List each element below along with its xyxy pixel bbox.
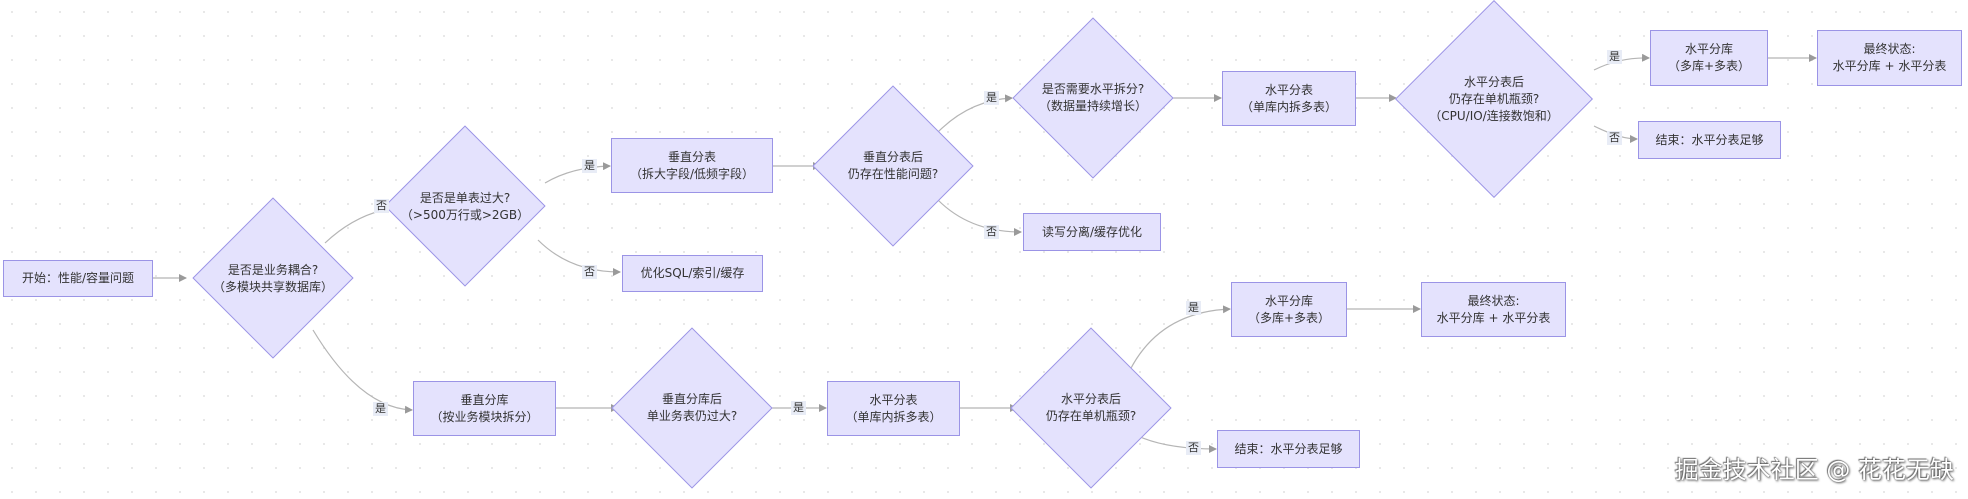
- end-top-label: 结束：水平分表足够: [1655, 132, 1764, 147]
- horizontal-split-table-top-node: 水平分表 （单库内拆多表）: [1222, 71, 1356, 126]
- decision-bottom-bottleneck-line1: 水平分表后: [1060, 392, 1121, 406]
- optimize-sql-label: 优化SQL/索引/缓存: [640, 266, 745, 280]
- horizontal-split-db-top-line1: 水平分库: [1684, 42, 1733, 56]
- vertical-split-table-line1: 垂直分表: [667, 149, 716, 164]
- rw-split-label: 读写分离/缓存优化: [1041, 224, 1143, 239]
- edge-d2-optimize: [537, 239, 621, 276]
- rw-split-node: 读写分离/缓存优化: [1023, 213, 1161, 251]
- start-node-label: 开始：性能/容量问题: [21, 271, 135, 285]
- vertical-split-db-line2: （按业务模块拆分）: [430, 409, 539, 424]
- horizontal-split-table-top-line1: 水平分表: [1264, 82, 1313, 97]
- decision-large-table-line1: 是否是单表过大?: [419, 191, 511, 205]
- horizontal-split-db-bottom-node: 水平分库 （多库+多表）: [1231, 282, 1347, 337]
- decision-large-table: 是否是单表过大? （>500万行或>2GB）: [395, 188, 535, 226]
- edge-d7-hdbbot: [1129, 305, 1231, 371]
- vertical-split-db-node: 垂直分库 （按业务模块拆分）: [413, 381, 556, 436]
- horizontal-split-table-bottom-node: 水平分表 （单库内拆多表）: [827, 381, 960, 436]
- edge-label-d3-no: 否: [984, 225, 999, 239]
- end-top-node: 结束：水平分表足够: [1638, 121, 1781, 159]
- edge-label-d7-yes: 是: [1186, 301, 1201, 315]
- decision-need-horizontal-line2: （数据量持续增长）: [1038, 99, 1147, 113]
- edge-label-d6-yes: 是: [791, 401, 806, 415]
- vertical-split-table-node: 垂直分表 （拆大字段/低频字段）: [611, 138, 773, 193]
- decision-need-horizontal-line1: 是否需要水平拆分?: [1041, 82, 1145, 96]
- decision-vsplit-still-slow-line2: 仍存在性能问题?: [847, 167, 939, 181]
- edge-d3-rwsplit: [937, 199, 1022, 236]
- decision-bottom-bottleneck: 水平分表后 仍存在单机瓶颈?: [1021, 389, 1161, 427]
- decision-business-coupling-line1: 是否是业务耦合?: [227, 263, 319, 277]
- horizontal-split-db-bottom-line2: （多库+多表）: [1247, 310, 1331, 325]
- horizontal-split-table-top-line2: （单库内拆多表）: [1240, 99, 1337, 114]
- decision-top-bottleneck-line3: （CPU/IO/连接数饱和）: [1429, 108, 1559, 123]
- final-state-top-line1: 最终状态:: [1863, 42, 1916, 56]
- final-state-top-node: 最终状态: 水平分库 + 水平分表: [1817, 30, 1962, 86]
- start-node: 开始：性能/容量问题: [3, 260, 153, 297]
- edge-d3-d4: [937, 94, 1013, 133]
- edge-label-d1-no: 否: [374, 199, 389, 213]
- decision-vsplit-still-slow: 垂直分表后 仍存在性能问题?: [823, 147, 963, 185]
- vertical-split-table-line2: （拆大字段/低频字段）: [629, 166, 755, 181]
- end-bottom-label: 结束：水平分表足够: [1234, 441, 1343, 456]
- edge-label-d7-no: 否: [1186, 441, 1201, 455]
- decision-business-coupling-line2: （多模块共享数据库）: [212, 280, 333, 294]
- watermark: 掘金技术社区 @ 花花无缺: [1674, 456, 1954, 484]
- decision-single-table-large-line2: 单业务表仍过大?: [646, 409, 738, 423]
- decision-top-bottleneck-line2: 仍存在单机瓶颈?: [1448, 91, 1540, 106]
- horizontal-split-table-bottom-line2: （单库内拆多表）: [845, 409, 942, 424]
- edge-label-d3-yes: 是: [984, 91, 999, 105]
- edge-label-d2-yes: 是: [582, 159, 597, 173]
- final-state-bottom-line1: 最终状态:: [1467, 293, 1520, 308]
- end-bottom-node: 结束：水平分表足够: [1217, 430, 1360, 468]
- horizontal-split-table-bottom-line1: 水平分表: [869, 392, 918, 407]
- horizontal-split-db-top-node: 水平分库 （多库+多表）: [1650, 30, 1768, 86]
- edge-d2-vsplittable: [544, 162, 611, 184]
- decision-bottom-bottleneck-line2: 仍存在单机瓶颈?: [1045, 409, 1137, 423]
- decision-large-table-line2: （>500万行或>2GB）: [400, 208, 530, 222]
- decision-top-bottleneck: 水平分表后 仍存在单机瓶颈? （CPU/IO/连接数饱和）: [1424, 72, 1564, 126]
- final-state-bottom-line2: 水平分库 + 水平分表: [1436, 310, 1551, 325]
- decision-top-bottleneck-line1: 水平分表后: [1463, 74, 1524, 89]
- edge-label-d5-yes: 是: [1607, 50, 1622, 64]
- edge-label-d1-yes: 是: [373, 402, 388, 416]
- final-state-top-line2: 水平分库 + 水平分表: [1832, 59, 1947, 73]
- edge-label-d5-no: 否: [1607, 131, 1622, 145]
- optimize-sql-node: 优化SQL/索引/缓存: [622, 255, 763, 292]
- edge-label-d2-no: 否: [582, 265, 597, 279]
- final-state-bottom-node: 最终状态: 水平分库 + 水平分表: [1421, 282, 1566, 337]
- decision-need-horizontal: 是否需要水平拆分? （数据量持续增长）: [1023, 79, 1163, 117]
- decision-business-coupling: 是否是业务耦合? （多模块共享数据库）: [203, 260, 343, 298]
- vertical-split-db-line1: 垂直分库: [460, 392, 509, 407]
- horizontal-split-db-top-line2: （多库+多表）: [1667, 59, 1751, 73]
- decision-single-table-large-line1: 垂直分库后: [661, 392, 722, 406]
- horizontal-split-db-bottom-line1: 水平分库: [1264, 293, 1313, 308]
- decision-single-table-large: 垂直分库后 单业务表仍过大?: [622, 389, 762, 427]
- decision-vsplit-still-slow-line1: 垂直分表后: [862, 150, 923, 164]
- edge-d1-vsplitdb: [312, 329, 413, 414]
